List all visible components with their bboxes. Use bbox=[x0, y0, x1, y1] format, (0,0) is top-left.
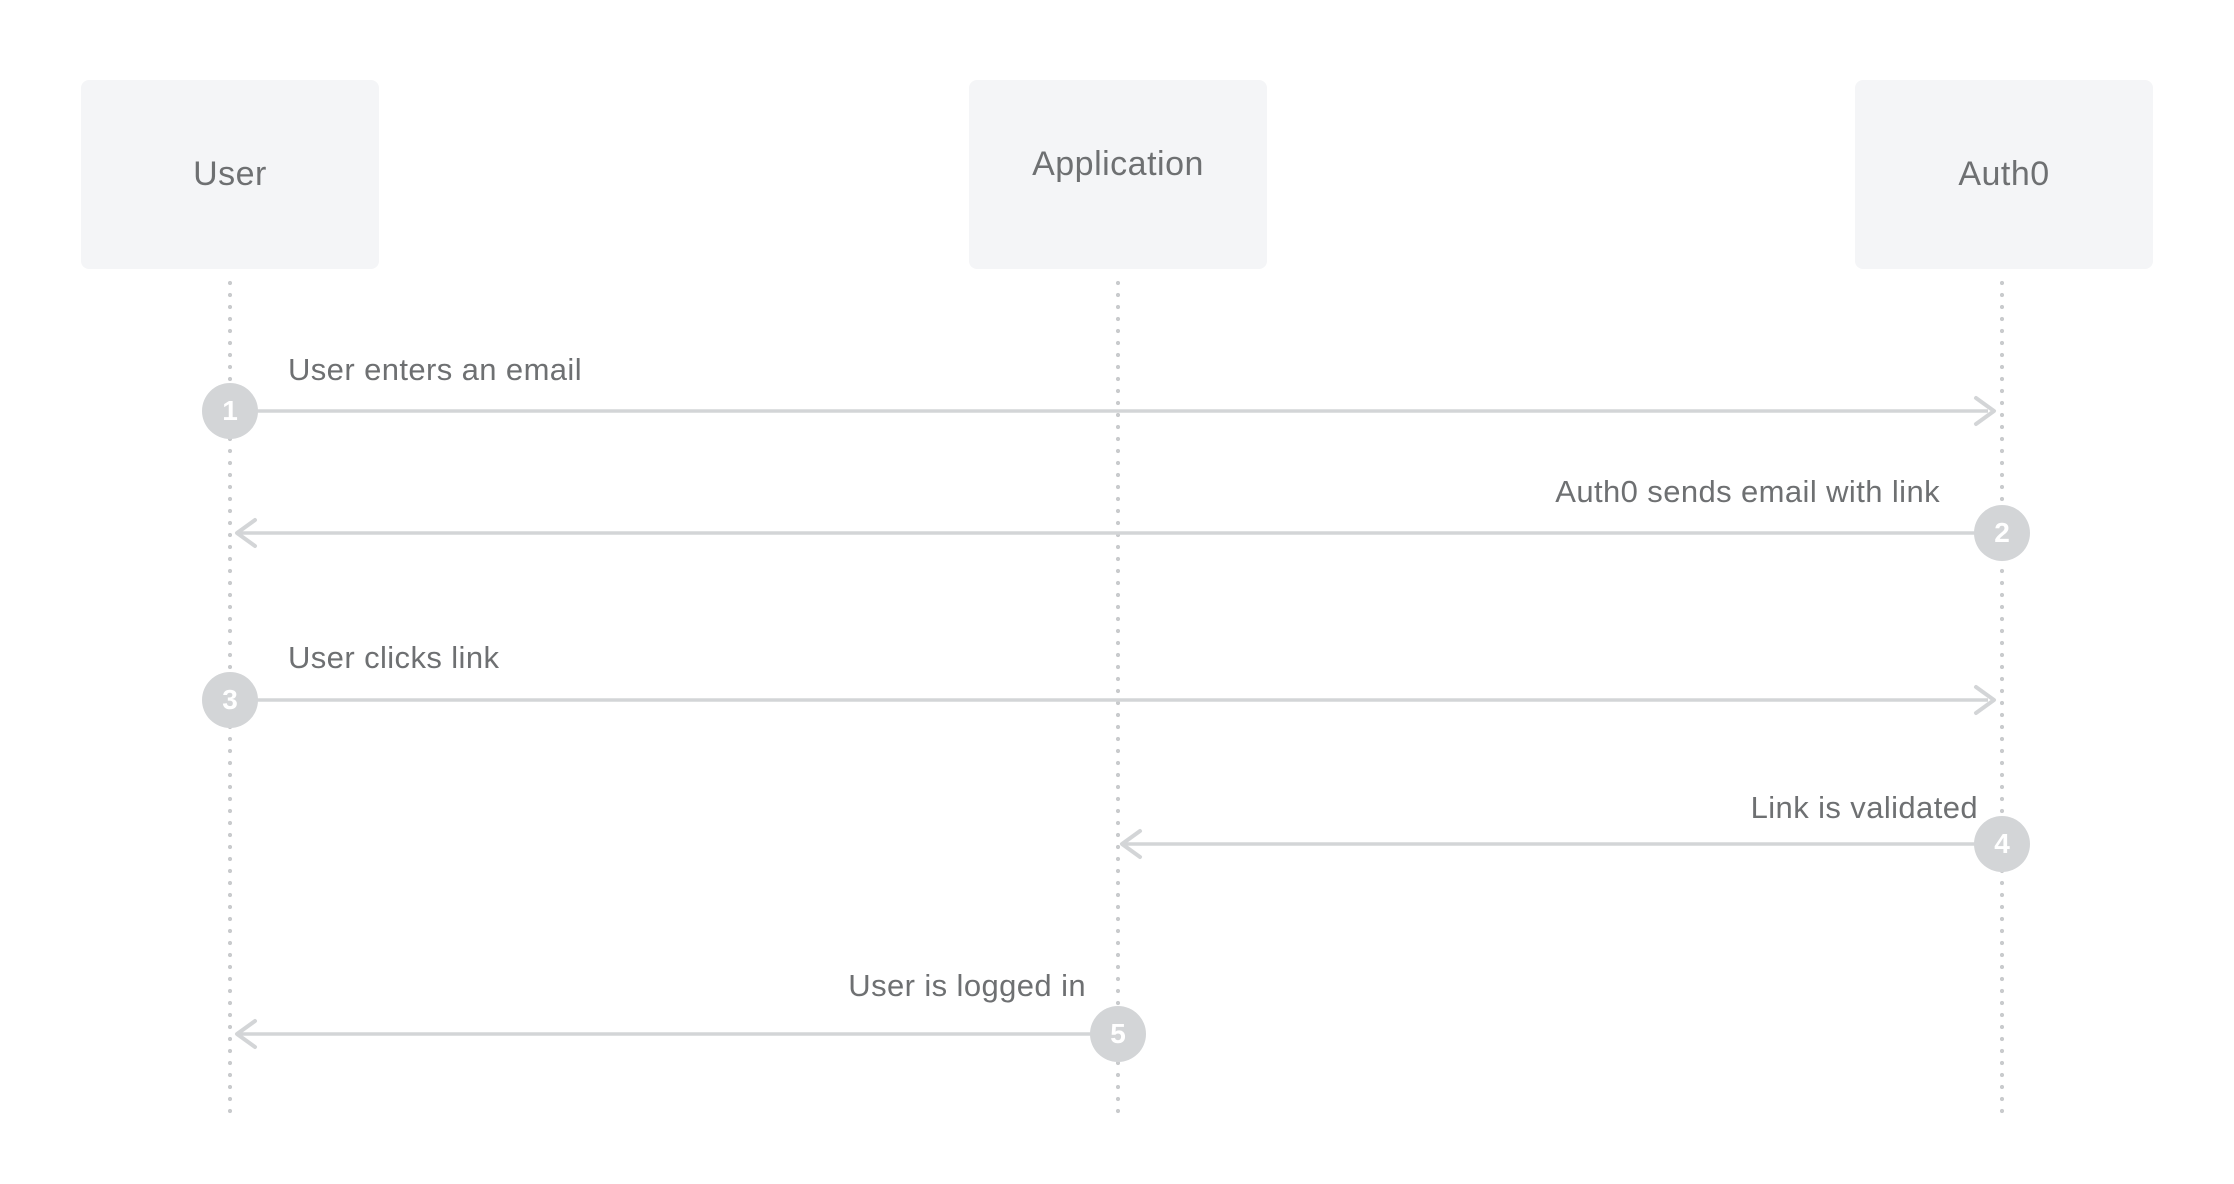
message-3-label: User clicks link bbox=[288, 640, 500, 675]
message-1-arrow-right bbox=[256, 396, 1996, 426]
message-2-number-badge: 2 bbox=[1974, 505, 2030, 561]
actor-label-auth0: Auth0 bbox=[1958, 155, 2050, 193]
lifeline-auth0 bbox=[2000, 277, 2004, 1117]
actor-box-application: Application bbox=[969, 80, 1267, 269]
message-4-number-badge: 4 bbox=[1974, 816, 2030, 872]
lifeline-application bbox=[1116, 277, 1120, 1117]
actor-box-user: User bbox=[81, 80, 379, 269]
message-2-arrow-left bbox=[235, 518, 1976, 548]
actor-label-application: Application bbox=[1032, 145, 1204, 183]
message-1-number-badge: 1 bbox=[202, 383, 258, 439]
actor-box-auth0: Auth0 bbox=[1855, 80, 2153, 269]
message-3-arrow-right bbox=[256, 685, 1996, 715]
actor-label-user: User bbox=[193, 155, 267, 193]
message-5-number-badge: 5 bbox=[1090, 1006, 1146, 1062]
message-5-arrow-left bbox=[235, 1019, 1092, 1049]
message-2-label: Auth0 sends email with link bbox=[1555, 474, 1940, 509]
message-4-label: Link is validated bbox=[1750, 790, 1978, 825]
message-3-number-badge: 3 bbox=[202, 672, 258, 728]
message-5-label: User is logged in bbox=[848, 968, 1086, 1003]
message-4-arrow-left bbox=[1120, 829, 1976, 859]
message-1-label: User enters an email bbox=[288, 352, 583, 387]
